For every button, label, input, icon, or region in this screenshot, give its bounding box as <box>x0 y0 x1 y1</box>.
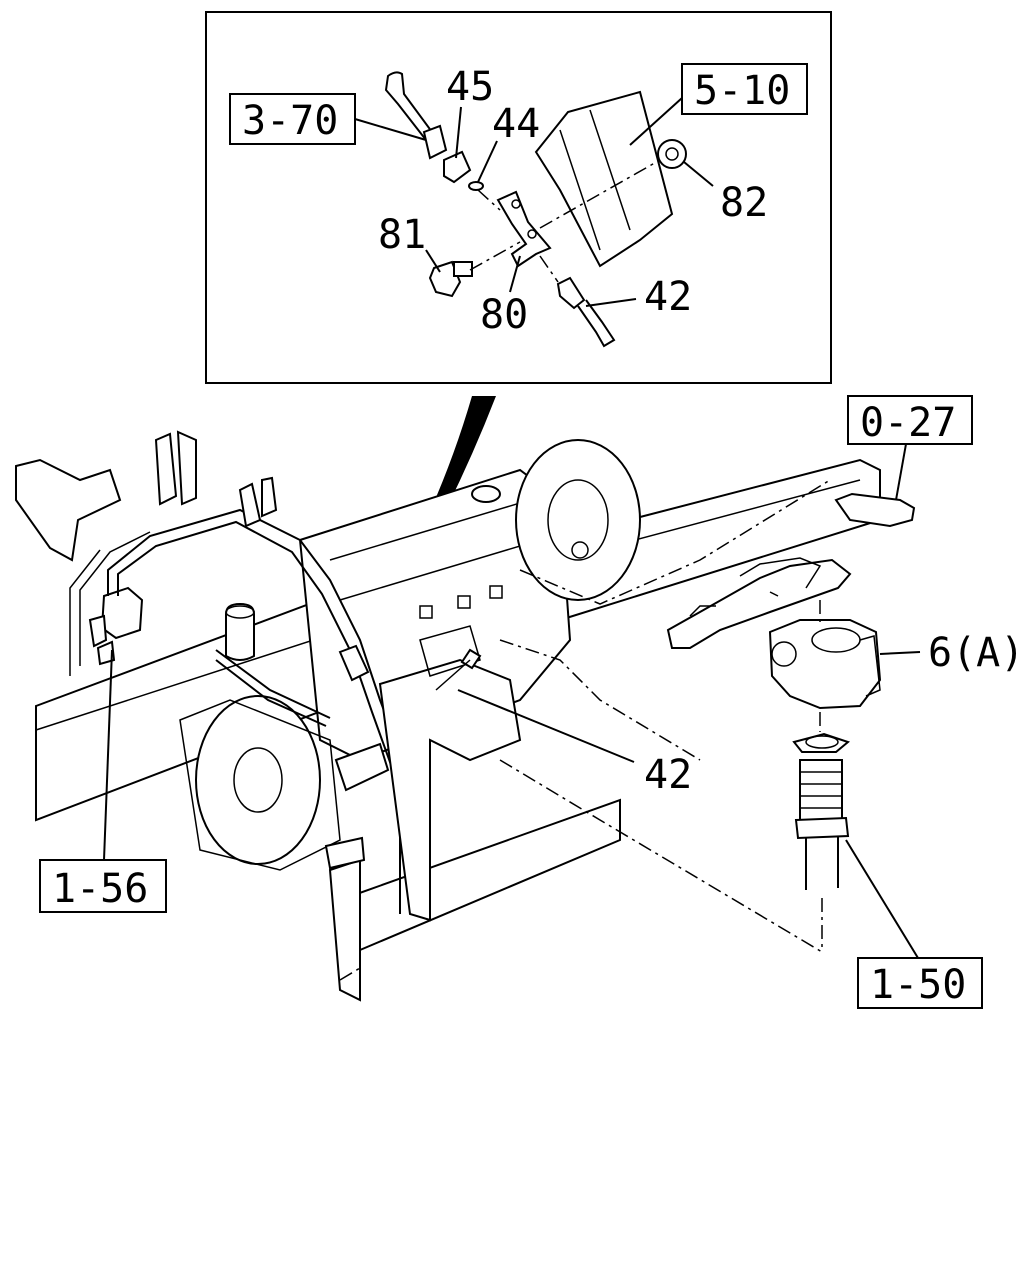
inner-frame-member <box>378 658 522 922</box>
starter <box>334 742 390 792</box>
leader-1-56 <box>103 649 113 861</box>
inset-frame <box>205 11 832 384</box>
callout-82: 82 <box>720 180 768 226</box>
leader-45 <box>455 106 462 159</box>
oil-cap <box>471 485 501 503</box>
leader-5-10 <box>629 97 683 146</box>
nut-82 <box>657 139 687 169</box>
leader-0-27-dash <box>519 479 831 605</box>
frame-plate-5-10 <box>534 90 674 268</box>
bracket-80 <box>496 190 552 268</box>
washer-44 <box>468 181 484 191</box>
leader-44 <box>477 140 498 183</box>
fan-pulley <box>515 439 641 601</box>
callout-1-50: 1-50 <box>870 962 966 1008</box>
leader-42-inset <box>585 298 637 307</box>
callout-45: 45 <box>446 64 494 110</box>
detail-pointer <box>348 396 496 660</box>
callout-0-27: 0-27 <box>860 400 956 446</box>
bolt-81 <box>428 260 462 298</box>
pipe-3-70 <box>384 71 434 142</box>
flex-bellows <box>799 759 843 823</box>
leader-82 <box>683 161 714 187</box>
sensor-42-mounted <box>338 644 370 682</box>
manifold-0-27 <box>834 492 916 528</box>
leader-1-50 <box>845 839 919 959</box>
leader-0-27 <box>895 443 907 501</box>
leader-1-50-dash <box>499 759 823 953</box>
sensor-42 <box>556 276 586 310</box>
callout-80: 80 <box>480 292 528 338</box>
leader-6a <box>879 651 921 655</box>
engine-assembly: 0-27 6(A) 42 1-56 1-50 <box>15 395 1024 1009</box>
turbocharger-6a <box>768 619 882 710</box>
leader-6a-dash <box>499 639 701 761</box>
chassis-bracket <box>15 458 122 562</box>
pipe-nut <box>422 124 448 160</box>
crossmember-lower <box>339 798 621 984</box>
callout-1-56: 1-56 <box>52 866 148 912</box>
callout-3-70: 3-70 <box>242 98 338 144</box>
callout-5-10: 5-10 <box>694 68 790 114</box>
leader-3-70 <box>354 118 427 141</box>
callout-box-3-70 <box>229 93 356 145</box>
callout-81: 81 <box>378 212 426 258</box>
callout-box-1-56 <box>39 859 167 913</box>
flywheel-housing <box>195 695 321 865</box>
manifold-lower <box>666 558 852 649</box>
callout-box-1-50 <box>857 957 983 1009</box>
callout-42-main: 42 <box>644 752 692 798</box>
leader-80 <box>509 255 521 293</box>
callout-box-5-10 <box>681 63 808 115</box>
pipe-clamp <box>794 816 850 840</box>
nut-45 <box>443 150 472 184</box>
callout-box-0-27 <box>847 395 973 445</box>
callout-6a: 6(A) <box>928 630 1024 676</box>
callout-44: 44 <box>492 101 540 147</box>
filter-canister <box>225 602 255 661</box>
callout-42-inset: 42 <box>644 274 692 320</box>
leader-42-main <box>457 689 635 763</box>
detail-inset: 3-70 45 44 5-10 82 81 80 42 <box>205 11 832 384</box>
leader-81 <box>425 249 441 273</box>
